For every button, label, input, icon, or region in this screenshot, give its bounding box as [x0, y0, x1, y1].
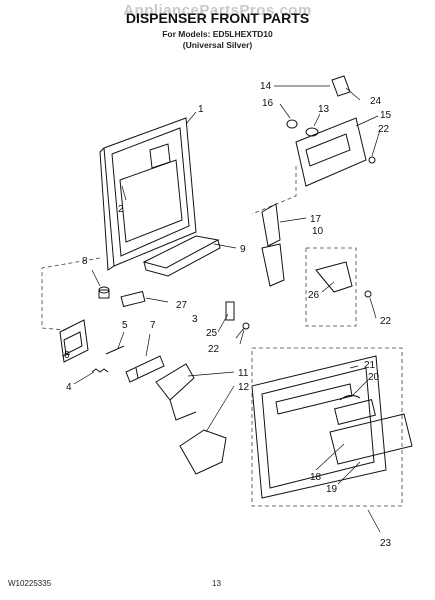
callout-15: 15 — [380, 110, 392, 121]
callout-11: 11 — [238, 368, 249, 379]
part-screw — [364, 290, 372, 298]
document-number: W10225335 — [8, 579, 52, 588]
callout-7: 7 — [150, 320, 156, 331]
callout-13: 13 — [318, 104, 330, 115]
callout-27: 27 — [176, 300, 188, 311]
callout-20: 20 — [368, 372, 380, 383]
part-lever-assembly — [125, 355, 165, 383]
assembly-outline-left — [41, 257, 101, 331]
callout-17: 17 — [310, 214, 322, 225]
part-screw — [242, 322, 250, 330]
callout-labels: 1 2 3 4 5 6 7 8 9 10 11 12 13 14 15 16 1… — [64, 81, 392, 549]
assembly-outline-upper-right — [251, 166, 297, 215]
part-plug — [286, 119, 298, 129]
callout-18: 18 — [310, 472, 322, 483]
page-number: 13 — [212, 579, 221, 588]
callout-24: 24 — [370, 96, 382, 107]
part-actuator — [120, 290, 146, 308]
part-harness — [339, 394, 361, 401]
watermark: AppliancePartsPros.com — [123, 2, 312, 19]
part-paddle — [315, 261, 353, 293]
callout-6: 6 — [64, 350, 70, 361]
callout-19: 19 — [326, 484, 338, 495]
part-switch-housing — [59, 319, 89, 363]
callout-22-a: 22 — [378, 124, 390, 135]
part-module-bracket — [295, 117, 367, 187]
callout-14: 14 — [260, 81, 272, 92]
callout-12: 12 — [238, 382, 250, 393]
callout-26: 26 — [308, 290, 320, 301]
part-rod — [105, 345, 125, 355]
assembly-outline-right — [305, 247, 357, 327]
part-screw — [368, 156, 376, 164]
callout-2: 2 — [118, 204, 124, 215]
part-dispenser-arm — [155, 363, 197, 421]
part-upper-lever — [261, 203, 285, 287]
assembly-outline-panel — [251, 347, 403, 507]
callout-3: 3 — [192, 314, 198, 325]
callout-5: 5 — [122, 320, 128, 331]
part-cup-pad — [179, 429, 227, 475]
models-line: For Models: ED5LHEXTD10 — [162, 29, 273, 39]
page-title: DISPENSER FRONT PARTS — [125, 10, 310, 26]
part-trim-cover — [329, 413, 413, 465]
callout-22-b: 22 — [380, 316, 392, 327]
callout-10: 10 — [312, 226, 324, 237]
part-drip-tray — [142, 235, 221, 277]
callout-23: 23 — [380, 538, 392, 549]
part-nut — [305, 127, 319, 137]
color-line: (Universal Silver) — [182, 40, 253, 50]
callout-25: 25 — [206, 328, 218, 339]
part-seal — [331, 75, 351, 97]
part-clip — [225, 301, 235, 321]
leader-lines — [61, 85, 381, 533]
callout-8: 8 — [82, 256, 88, 267]
part-control-board — [334, 399, 376, 425]
callout-22-c: 22 — [208, 344, 220, 355]
callout-1: 1 — [198, 104, 204, 115]
part-housing-frame — [99, 117, 197, 271]
part-spring — [91, 368, 109, 373]
callout-9: 9 — [240, 244, 246, 255]
callout-21: 21 — [364, 360, 376, 371]
callout-16: 16 — [262, 98, 274, 109]
callout-4: 4 — [66, 382, 72, 393]
part-small-cylinder — [98, 286, 110, 299]
